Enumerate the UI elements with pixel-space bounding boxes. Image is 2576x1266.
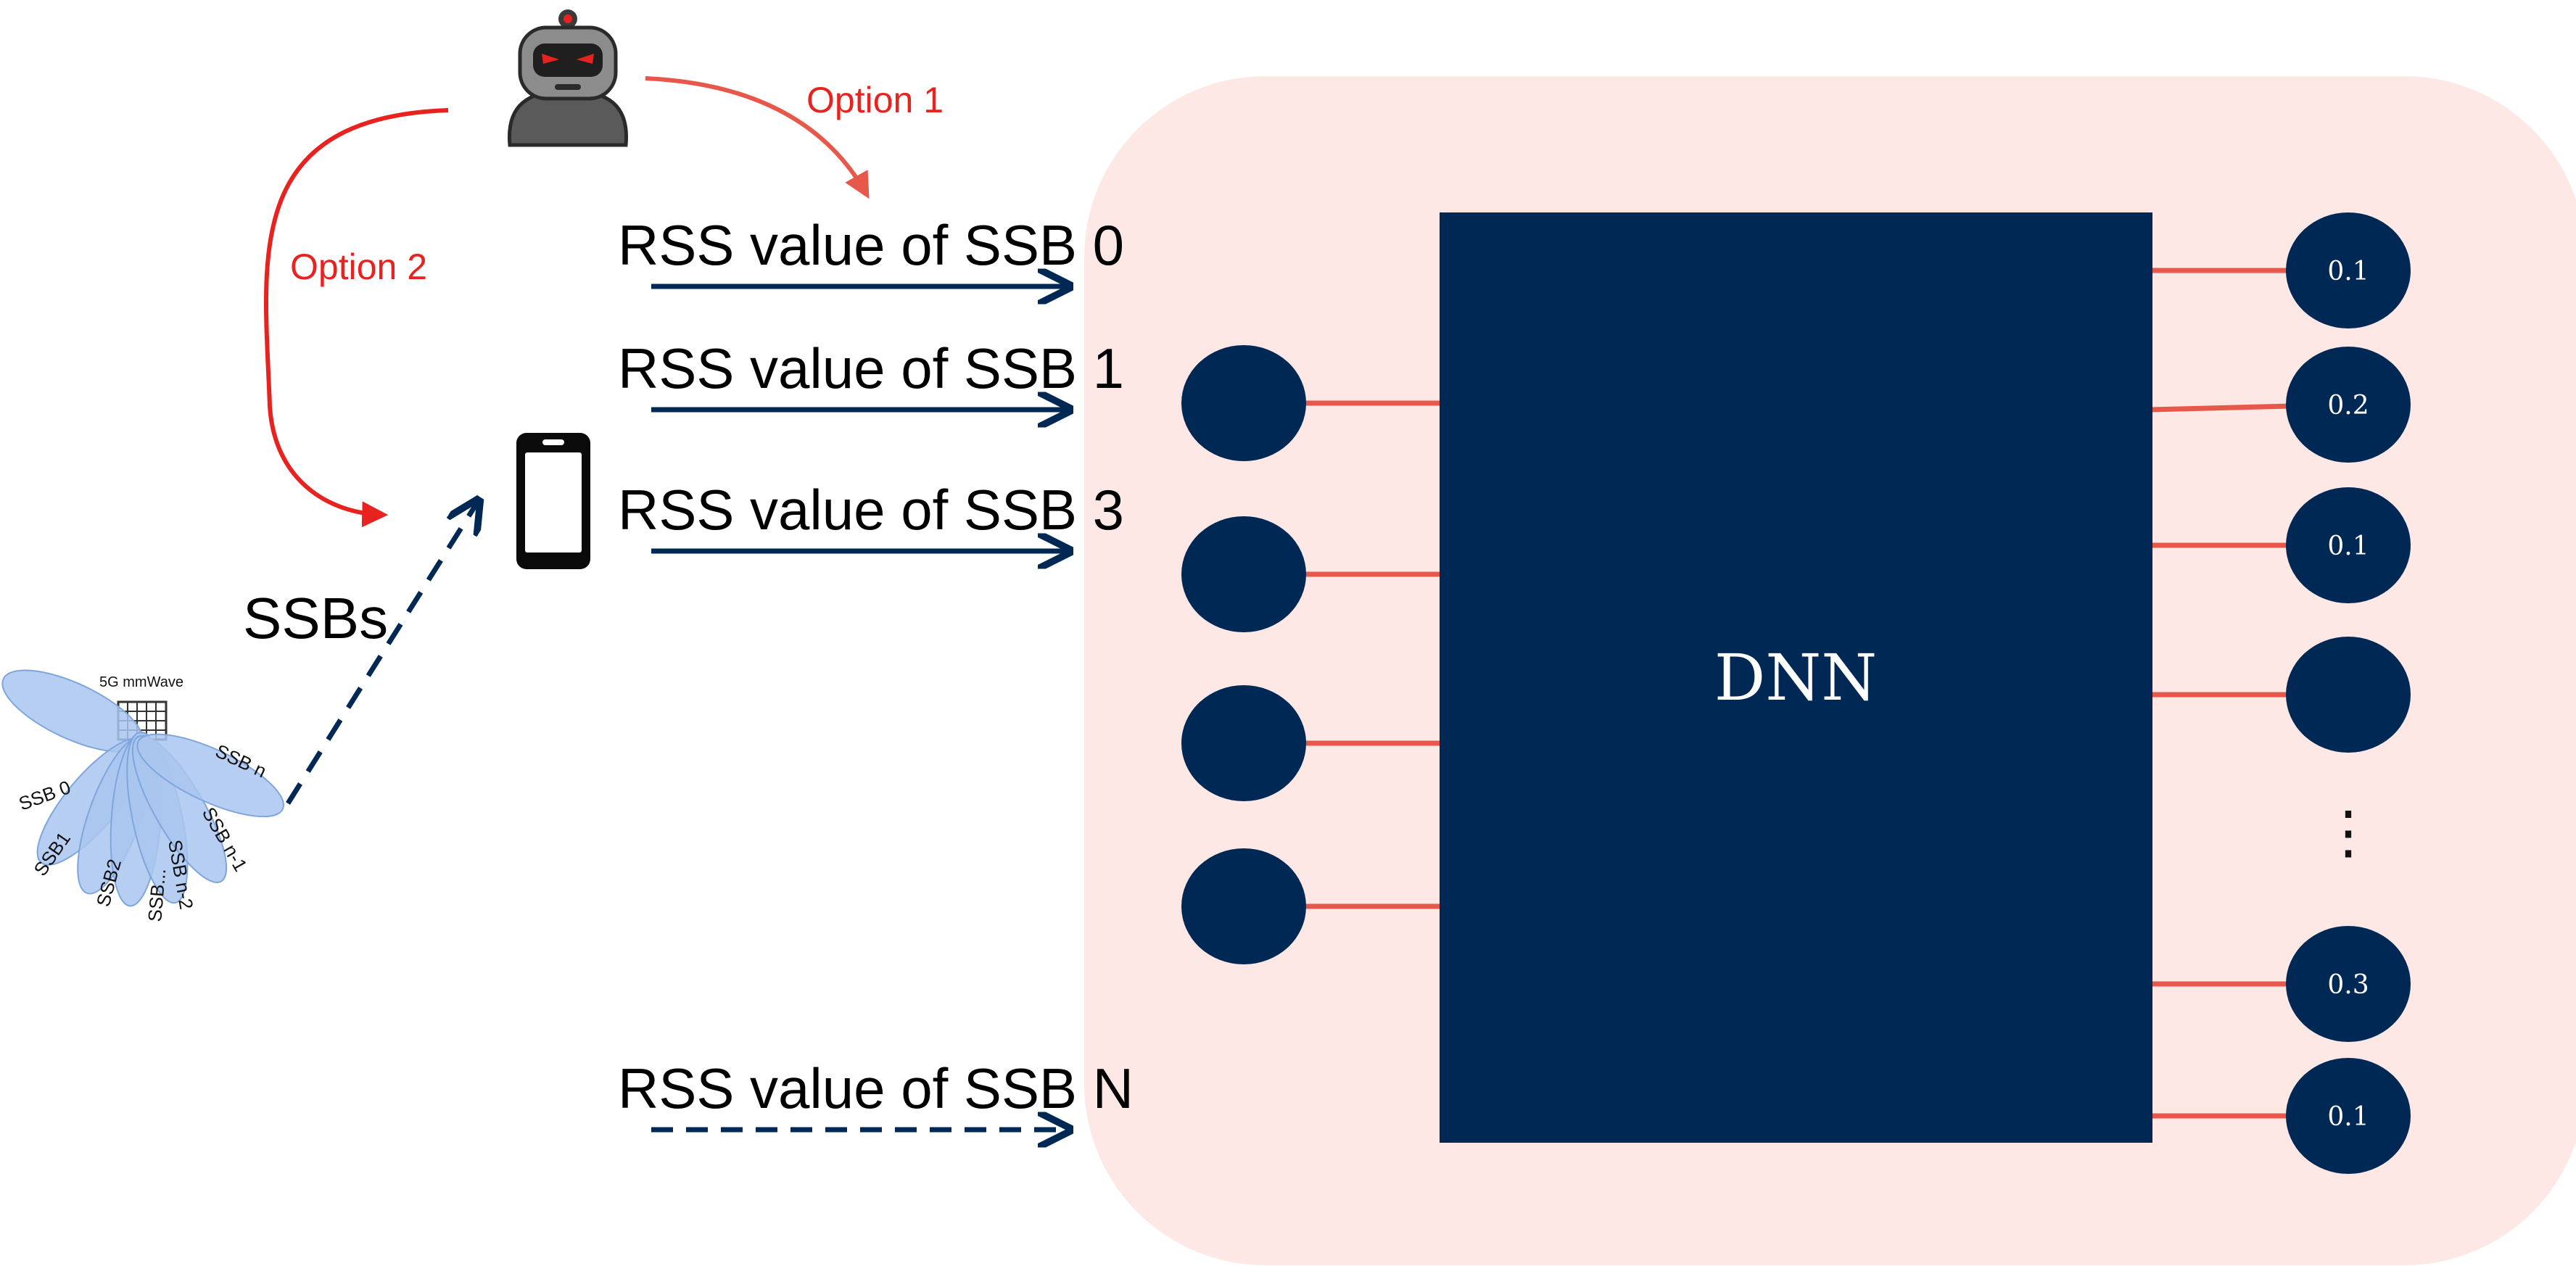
rss-label-ssb1: RSS value of SSB 1 (618, 336, 1124, 400)
input-node (1181, 345, 1306, 461)
option1-label: Option 1 (806, 80, 944, 120)
output-node (2286, 487, 2411, 603)
output-node (2286, 1058, 2411, 1174)
input-node (1181, 516, 1306, 632)
smartphone-icon (516, 433, 590, 569)
option1-arrow (645, 76, 870, 199)
output-ellipsis: ⋮ (2319, 798, 2377, 866)
output-node-value: 0.1 (2327, 531, 2369, 561)
option2-label: Option 2 (290, 247, 427, 287)
rss-label-ssb0: RSS value of SSB 0 (618, 213, 1124, 277)
output-node-value: 0.2 (2327, 391, 2369, 421)
dnn-block (1440, 212, 2152, 1143)
input-node (1181, 848, 1306, 964)
robot-attacker-icon (507, 9, 629, 147)
beam-lobes (1, 669, 285, 907)
rss-label-ssbn: RSS value of SSB N (618, 1056, 1134, 1120)
output-node-value: 0.1 (2327, 257, 2369, 286)
beam-label: SSB... (144, 867, 170, 922)
input-node (1181, 685, 1306, 801)
output-nodes: 0.1 0.2 0.1 ⋮ 0.3 0.1 (2286, 212, 2411, 1174)
input-nodes (1181, 345, 1306, 964)
option2-arrow (264, 108, 449, 528)
output-node (2286, 926, 2411, 1042)
rss-inputs: RSS value of SSB 0 RSS value of SSB 1 RS… (618, 213, 1134, 1130)
output-node-value: 0.3 (2327, 970, 2369, 1000)
dnn-label: DNN (1714, 640, 1878, 715)
ssbs-arrow (286, 500, 479, 805)
output-node (2286, 637, 2411, 753)
rss-label-ssb3: RSS value of SSB 3 (618, 478, 1124, 542)
output-node-value: 0.1 (2327, 1102, 2369, 1132)
output-edges (2150, 268, 2291, 1119)
input-edges (1302, 400, 1442, 909)
base-station: 5G mmWave SSB 0 SSB1 SSB2 SSB... SSB n-2 (1, 669, 285, 923)
beam-lobe (136, 733, 285, 818)
output-node (2286, 347, 2411, 463)
base-station-caption: 5G mmWave (99, 674, 183, 690)
ssbs-label: SSBs (243, 586, 388, 650)
output-node (2286, 212, 2411, 328)
